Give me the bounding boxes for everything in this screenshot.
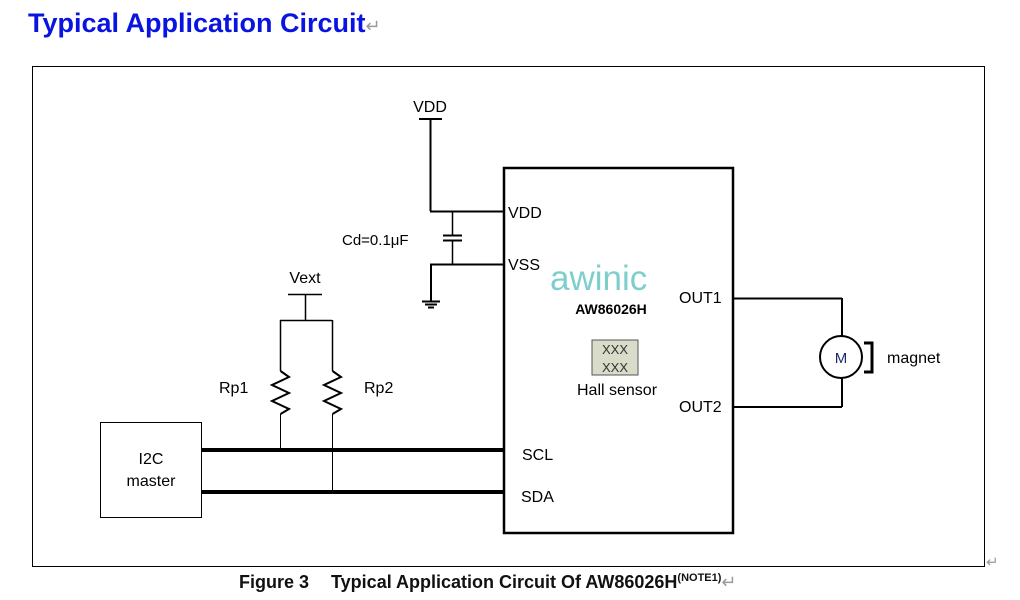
pin-vss-label: VSS: [508, 257, 540, 274]
magnet-label: magnet: [887, 350, 941, 367]
ground: [422, 263, 504, 309]
capacitor-label: Cd=0.1μF: [342, 232, 409, 249]
vdd-supply-label: VDD: [413, 99, 447, 116]
figure-caption: Figure 3 Typical Application Circuit Of A…: [239, 572, 737, 593]
chip-aw86026h: VDD VSS awinic AW86026H OUT1 OUT2 SCL SD…: [502, 166, 735, 535]
vdd-supply: VDD: [413, 99, 504, 213]
i2c-master-line2: master: [127, 473, 177, 490]
figure-label: Figure 3: [239, 572, 310, 592]
pin-out2-label: OUT2: [679, 399, 722, 416]
hall-sensor-label: Hall sensor: [577, 382, 658, 399]
pin-out1-label: OUT1: [679, 290, 722, 307]
hall-sensor-marks-top: XXX: [602, 342, 628, 357]
paragraph-mark-icon: ↵: [721, 572, 737, 592]
hall-sensor-box: [591, 339, 639, 376]
section-heading: Typical Application Circuit↵: [28, 8, 381, 39]
magnet-bracket-icon: [864, 341, 874, 374]
vext-label: Vext: [289, 270, 321, 287]
motor: M magnet: [733, 297, 941, 408]
rp2-label: Rp2: [364, 380, 393, 397]
decoupling-capacitor: Cd=0.1μF: [342, 211, 462, 264]
pullup-network: Vext Rp1 Rp2: [219, 270, 393, 492]
motor-symbol: M: [835, 350, 848, 367]
rp1-label: Rp1: [219, 380, 248, 397]
paragraph-mark-icon: ↵: [365, 16, 381, 36]
rp2-resistor-icon: [321, 370, 344, 415]
hall-sensor-icon: XXX XXX: [591, 339, 639, 376]
i2c-master-box: [100, 422, 202, 518]
i2c-master-line1: I2C: [139, 451, 164, 468]
rp1-resistor-icon: [269, 370, 292, 415]
part-number: AW86026H: [575, 301, 647, 317]
pin-sda-label: SDA: [521, 489, 554, 506]
figure-frame: [32, 66, 985, 567]
pin-scl-label: SCL: [522, 447, 553, 464]
pin-vdd-label: VDD: [508, 205, 542, 222]
awinic-logo: awinic: [550, 259, 647, 298]
hall-sensor-marks-bottom: XXX: [602, 360, 628, 375]
i2c-master: I2C master: [100, 422, 202, 518]
heading-text: Typical Application Circuit: [28, 8, 366, 38]
figure-note: (NOTE1): [677, 572, 722, 584]
paragraph-mark-icon: ↵: [986, 554, 999, 571]
figure-title: Typical Application Circuit Of AW86026H: [331, 572, 678, 592]
